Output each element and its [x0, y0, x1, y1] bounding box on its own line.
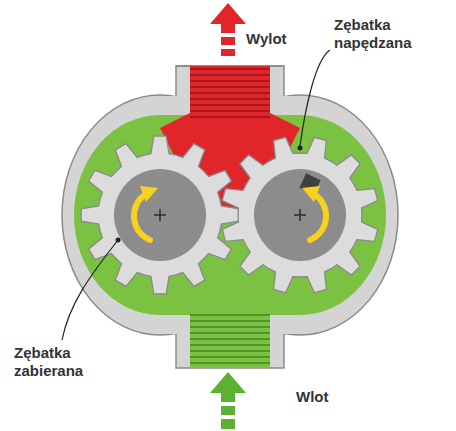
outlet-label: Wylot [246, 30, 326, 48]
axis-mark [154, 209, 306, 221]
part-name: Zębatka zabierana [14, 344, 114, 380]
drive-gear [222, 137, 377, 292]
part-name: Zębatka napędzana [334, 16, 434, 52]
gear-hub [114, 169, 206, 261]
outlet-thread [190, 66, 270, 120]
leader-dot [116, 238, 121, 243]
rotation-arrow [134, 194, 326, 240]
pump-housing [62, 66, 398, 368]
driven-gear [81, 136, 239, 294]
leader-line [62, 50, 330, 340]
inlet-label: Wlot [296, 388, 376, 406]
leader-dot [298, 146, 303, 151]
inlet-thread [190, 308, 270, 368]
inlet-arrow [210, 372, 246, 429]
rotation-arrowhead [140, 186, 320, 202]
gear-hub [254, 169, 346, 261]
outlet-arrow [210, 3, 246, 56]
